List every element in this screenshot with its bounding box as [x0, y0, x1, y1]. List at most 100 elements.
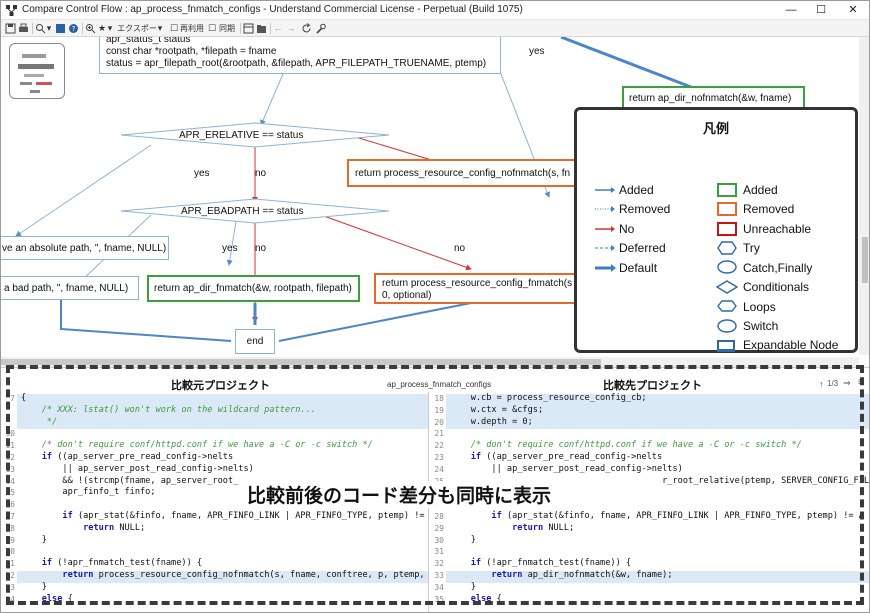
- legend-node-switch: [717, 319, 737, 333]
- right-line-number: 19: [434, 405, 444, 415]
- search-icon[interactable]: [35, 22, 46, 35]
- print-icon[interactable]: [18, 22, 29, 35]
- keyword: if: [41, 452, 53, 462]
- legend-symbols: [595, 183, 739, 333]
- node-top-statements[interactable]: apr_status_t status const char *rootpath…: [99, 37, 501, 74]
- left-code-line: if (apr_stat(&finfo, fname, APR_FINFO_LI…: [62, 511, 429, 521]
- reuse-label: 再利用: [180, 24, 204, 33]
- left-line-number: 11: [5, 441, 15, 451]
- diff-highlight-row: [446, 405, 869, 418]
- cond-node-erelative[interactable]: [120, 122, 390, 148]
- edge-label-no-1: no: [255, 168, 267, 179]
- refresh-icon[interactable]: [301, 22, 312, 35]
- node-end-text: end: [246, 336, 264, 347]
- right-line-number: 22: [434, 441, 444, 451]
- diff-menu-icon[interactable]: ≡: [858, 377, 864, 388]
- control-flow-graph[interactable]: apr_status_t status const char *rootpath…: [1, 37, 869, 367]
- diff-highlight-row: [17, 394, 428, 406]
- legend-node-loops: [717, 300, 737, 312]
- right-line-number: 30: [434, 535, 444, 545]
- minimize-button[interactable]: —: [785, 4, 797, 16]
- right-line-number: 34: [434, 582, 444, 592]
- right-code-line: if ((ap_server_pre_read_config->nelts: [470, 452, 663, 462]
- right-line-number: 24: [434, 464, 444, 474]
- edge-label-no-3: no: [454, 243, 466, 254]
- reuse-checkbox[interactable]: ☐: [169, 23, 179, 33]
- maximize-button[interactable]: ☐: [816, 4, 826, 16]
- left-line-number: 7: [10, 394, 15, 403]
- search-dropdown-icon[interactable]: ▾: [46, 23, 52, 33]
- minimap-preview: [18, 54, 54, 93]
- left-code-line: if ((ap_server_pre_read_config->nelts: [41, 452, 234, 462]
- legend-panel: 凡例 Added Removed No Deferred Default: [574, 107, 858, 353]
- legend-node-added-label: Added: [743, 183, 778, 197]
- graph-view-icon[interactable]: [55, 22, 66, 35]
- graph-vertical-scrollbar[interactable]: [859, 37, 869, 355]
- right-code-line: if (!apr_fnmatch_test(fname)) {: [470, 558, 632, 569]
- right-line-number: 23: [434, 453, 444, 462]
- node-return-process-fnmatch[interactable]: return process_resource_config_fnmatch(s…: [374, 273, 579, 304]
- node-return-process-config[interactable]: return process_resource_config_nofnmatch…: [347, 159, 579, 187]
- keyword: if: [491, 511, 502, 521]
- keyword: return: [62, 570, 94, 580]
- cond-label-ebadpath: APR_EBADPATH == status: [181, 206, 304, 217]
- right-line-number: 31: [434, 547, 444, 557]
- diff-nav-prev-icon[interactable]: ↑: [819, 379, 824, 389]
- right-line-number: 18: [434, 394, 444, 403]
- layout-icon[interactable]: [243, 22, 254, 35]
- right-code-line: else {: [470, 593, 502, 604]
- keyword: if: [470, 452, 482, 462]
- legend-node-expandable-label: Expandable Node: [743, 338, 839, 352]
- keyword: if: [470, 558, 482, 569]
- right-line-number: 33: [434, 571, 444, 580]
- star-dropdown-icon[interactable]: ▾: [107, 23, 113, 33]
- export-button[interactable]: エクスポート: [117, 24, 157, 46]
- left-code-line: else {: [41, 593, 73, 604]
- left-code-line: }: [21, 534, 47, 545]
- export-dropdown-icon[interactable]: ▾: [157, 23, 163, 33]
- node-return-fnmatch[interactable]: return ap_dir_fnmatch(&w, rootpath, file…: [147, 275, 360, 302]
- legend-node-try-label: Try: [743, 241, 760, 255]
- right-project-header: 比較先プロジェクト: [603, 380, 702, 392]
- left-line-number: 19: [5, 535, 15, 545]
- cond-node-ebadpath[interactable]: [120, 198, 390, 224]
- legend-node-catch: [717, 260, 737, 274]
- graph-minimap[interactable]: [9, 43, 65, 99]
- zoom-icon[interactable]: [85, 22, 96, 35]
- close-button[interactable]: ✕: [848, 4, 858, 16]
- diff-nav-next-icon[interactable]: ⇒: [843, 378, 851, 388]
- left-line-number: 22: [5, 571, 15, 580]
- settings-wrench-icon[interactable]: [315, 22, 326, 35]
- help-icon[interactable]: ?: [68, 22, 79, 35]
- folder-icon[interactable]: [256, 22, 267, 35]
- save-icon[interactable]: [5, 22, 16, 35]
- left-line-number: 10: [5, 429, 15, 439]
- legend-edge-no-label: No: [619, 222, 635, 236]
- legend-node-try: [717, 241, 737, 255]
- left-code-line: || ap_server_post_read_config->nelts): [21, 463, 254, 474]
- star-icon[interactable]: ★: [97, 23, 107, 33]
- legend-node-conditionals: [715, 280, 739, 294]
- right-line-number: 35: [434, 594, 444, 604]
- left-code-line: return NULL;: [83, 522, 146, 533]
- node-return-bad-path[interactable]: a bad path, ", fname, NULL): [1, 276, 139, 300]
- left-project-header: 比較元プロジェクト: [171, 380, 270, 392]
- forward-icon[interactable]: →: [286, 23, 296, 33]
- diff-highlight-row: [446, 571, 869, 583]
- window-title: Compare Control Flow : ap_process_fnmatc…: [22, 4, 523, 15]
- left-code-line: if (!apr_fnmatch_test(fname)) {: [41, 558, 203, 569]
- node-end[interactable]: end: [235, 329, 275, 354]
- left-code-line: }: [21, 581, 47, 592]
- sync-checkbox[interactable]: ☐: [207, 23, 217, 33]
- graph-vertical-scrollbar-thumb[interactable]: [862, 237, 868, 283]
- right-code-line: w.cb = process_resource_config_cb;: [450, 393, 647, 403]
- svg-text:?: ?: [72, 25, 76, 33]
- node-return-absolute-path[interactable]: ve an absolute path, ", fname, NULL): [1, 236, 169, 260]
- graph-horizontal-scrollbar-thumb[interactable]: [1, 359, 601, 365]
- left-line-number: 17: [5, 512, 15, 521]
- keyword: return: [512, 522, 544, 533]
- graph-horizontal-scrollbar[interactable]: [1, 357, 859, 367]
- left-line-number: 16: [5, 500, 15, 510]
- legend-edge-removed: [595, 206, 615, 212]
- back-icon[interactable]: ←: [273, 23, 283, 33]
